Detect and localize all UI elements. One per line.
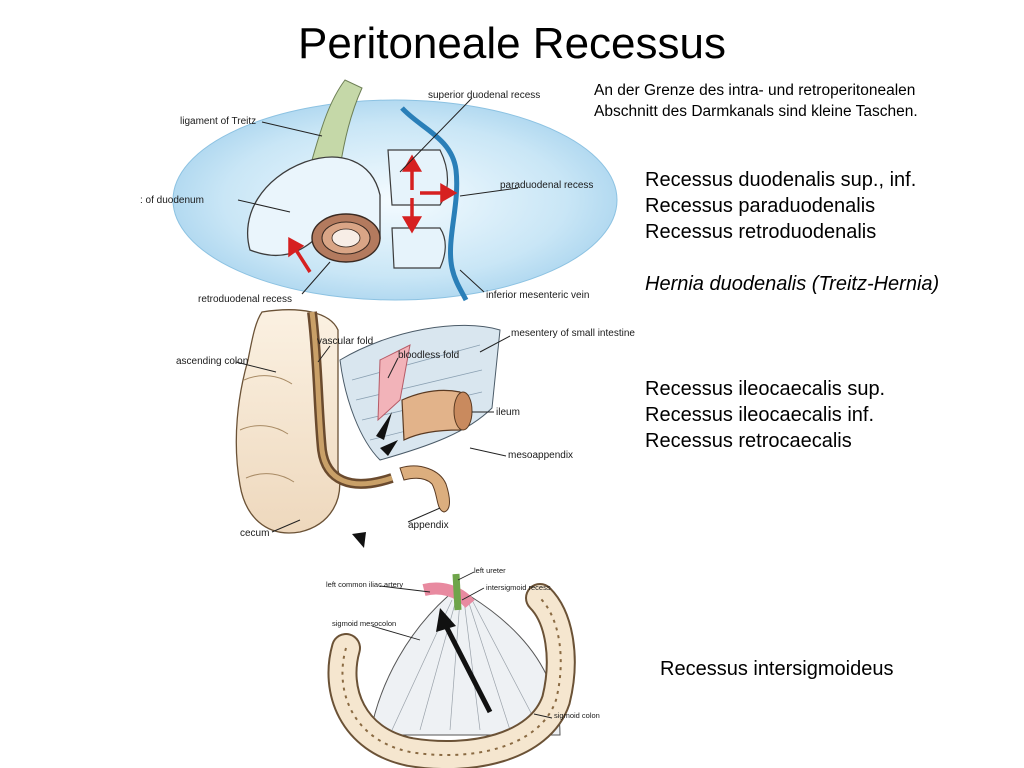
figure-duodenum: ligament of Treitz superior duodenal rec… bbox=[140, 79, 618, 305]
label-retroduodenal-recess: retroduodenal recess bbox=[198, 294, 292, 305]
label-sigmoid-mesocolon: sigmoid mesocolon bbox=[332, 619, 396, 628]
label-paraduodenal-recess: paraduodenal recess bbox=[500, 180, 593, 191]
hernia-item: Hernia duodenalis (Treitz-Hernia) bbox=[645, 273, 940, 295]
label-vascular-fold: vascular fold bbox=[317, 336, 373, 347]
label-part-of-duodenum: : of duodenum bbox=[140, 195, 204, 206]
label-bloodless-fold: bloodless fold bbox=[398, 350, 459, 361]
label-appendix: appendix bbox=[408, 520, 449, 531]
label-ascending-colon: ascending colon bbox=[176, 356, 248, 367]
label-inferior-mesenteric-vein: inferior mesenteric vein bbox=[486, 290, 589, 301]
list-item: Recessus intersigmoideus bbox=[660, 658, 894, 680]
list-item: Recessus retrocaecalis bbox=[645, 430, 852, 452]
figure-ileocecal: vascular fold bloodless fold mesentery o… bbox=[176, 309, 635, 548]
label-left-ureter: left ureter bbox=[474, 566, 506, 575]
caecal-recess-list: Recessus ileocaecalis sup. Recessus ileo… bbox=[645, 376, 885, 454]
intro-line: Abschnitt des Darmkanals sind kleine Tas… bbox=[594, 103, 918, 120]
label-sigmoid-colon: sigmoid colon bbox=[554, 711, 600, 720]
label-ileum: ileum bbox=[496, 407, 520, 418]
sigmoid-recess-list: Recessus intersigmoideus bbox=[660, 656, 893, 682]
label-mesoappendix: mesoappendix bbox=[508, 450, 573, 461]
list-item: Recessus ileocaecalis sup. bbox=[645, 378, 886, 400]
list-item: Recessus paraduodenalis bbox=[645, 195, 876, 217]
figure-sigmoid: left ureter left common iliac artery int… bbox=[326, 566, 600, 768]
label-cecum: cecum bbox=[240, 528, 269, 539]
label-mesentery: mesentery of small intestine bbox=[511, 328, 635, 339]
label-superior-duodenal-recess: superior duodenal recess bbox=[428, 90, 540, 101]
page-title: Peritoneale Recessus bbox=[297, 19, 726, 68]
list-item: Recessus ileocaecalis inf. bbox=[645, 404, 874, 426]
list-item: Recessus duodenalis sup., inf. bbox=[645, 169, 917, 191]
label-ligament-treitz: ligament of Treitz bbox=[180, 116, 256, 127]
intro-text: An der Grenze des intra- und retroperito… bbox=[594, 80, 1019, 122]
label-left-common-iliac-artery: left common iliac artery bbox=[326, 580, 403, 589]
label-intersigmoid-recess: intersigmoid recess bbox=[486, 583, 551, 592]
list-item: Recessus retroduodenalis bbox=[645, 221, 877, 243]
duodenal-recess-list: Recessus duodenalis sup., inf. Recessus … bbox=[645, 167, 939, 297]
intro-line: An der Grenze des intra- und retroperito… bbox=[594, 82, 916, 99]
